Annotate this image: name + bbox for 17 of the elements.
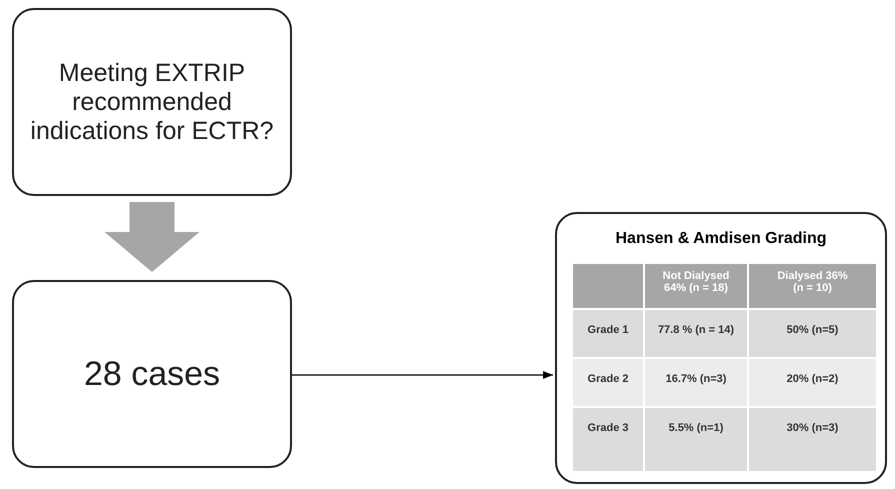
row-header: Grade 3 [573,408,643,471]
row-header: Grade 2 [573,359,643,406]
node-text: 28 cases [84,354,220,394]
column-header: Not Dialysed 64% (n = 18) [645,264,747,308]
table-value: 30% (n=3) [749,408,876,471]
table-value: 5.5% (n=1) [645,408,747,471]
rounded-box [555,212,887,484]
column-header: Dialysed 36% (n = 10) [749,264,876,308]
table-value: 16.7% (n=3) [645,359,747,406]
table-value: 20% (n=2) [749,359,876,406]
table-value: 77.8 % (n = 14) [645,310,747,357]
row-header: Grade 1 [573,310,643,357]
node-text: Meeting EXTRIP recommended indications for ECTR? [29,58,275,146]
table-value: 50% (n=5) [749,310,876,357]
table-title: Hansen & Amdisen Grading [614,230,828,248]
rounded-box [12,280,292,468]
rounded-box [12,8,292,196]
